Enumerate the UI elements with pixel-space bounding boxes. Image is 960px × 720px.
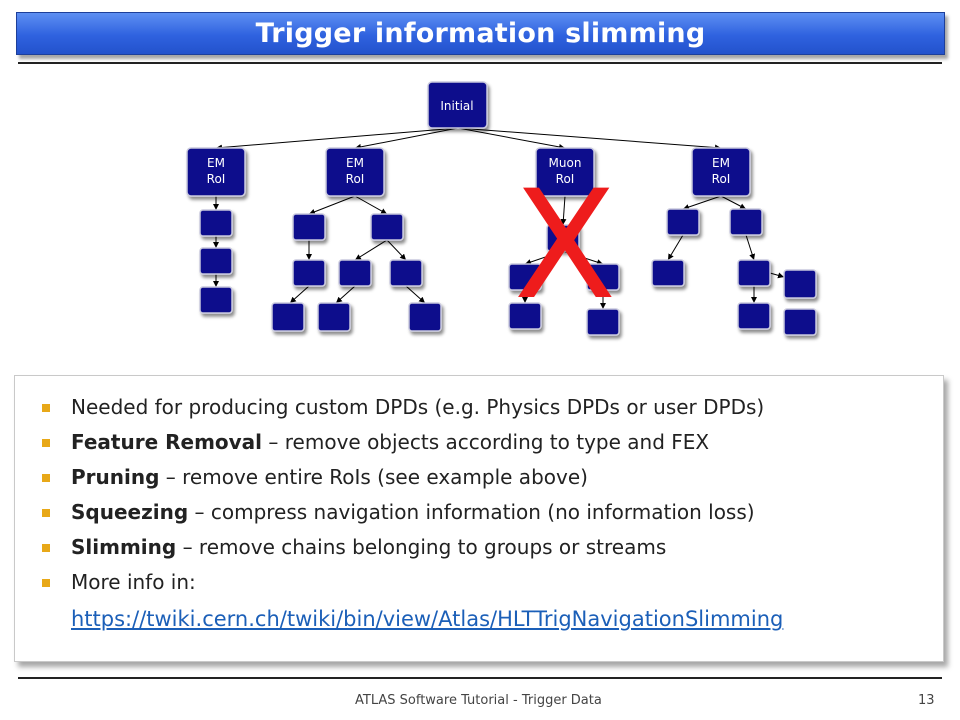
tree-node bbox=[586, 263, 620, 291]
tree-node bbox=[271, 302, 305, 332]
slide-title: Trigger information slimming bbox=[255, 18, 706, 49]
bullet-marker bbox=[42, 579, 50, 587]
edge bbox=[354, 195, 388, 215]
tree-node bbox=[546, 224, 580, 252]
tree-node bbox=[317, 302, 351, 332]
edge bbox=[769, 272, 785, 279]
tree-node bbox=[783, 308, 817, 336]
node-roi-3: Muon RoI bbox=[535, 147, 595, 197]
bullet-item: Pruning – remove entire RoIs (see exampl… bbox=[15, 460, 943, 495]
twiki-link[interactable]: https://twiki.cern.ch/twiki/bin/view/Atl… bbox=[71, 607, 784, 631]
node-roi-4: EM RoI bbox=[691, 147, 751, 197]
tree-node bbox=[508, 302, 542, 330]
edge bbox=[405, 285, 426, 304]
pruned-marker-x: X bbox=[514, 159, 617, 333]
node-roi-1-line2: RoI bbox=[207, 172, 226, 186]
tree-node bbox=[408, 302, 442, 332]
edge bbox=[457, 127, 566, 150]
edge bbox=[457, 127, 722, 151]
tree-node bbox=[338, 259, 372, 287]
bullet-term: Squeezing bbox=[71, 500, 189, 524]
edge bbox=[354, 127, 459, 150]
edge bbox=[289, 285, 310, 304]
tree-node bbox=[737, 302, 771, 330]
node-roi-3-line2: RoI bbox=[556, 172, 575, 186]
bullet-item: More info in: bbox=[15, 565, 943, 600]
edge bbox=[560, 195, 567, 226]
bullet-marker bbox=[42, 404, 50, 412]
edge bbox=[682, 195, 722, 210]
child-nodes bbox=[199, 208, 817, 336]
tree-node bbox=[389, 259, 423, 287]
tree-node bbox=[370, 213, 404, 241]
edge bbox=[308, 195, 356, 215]
bullet-item: Squeezing – compress navigation informat… bbox=[15, 495, 943, 530]
edge bbox=[354, 239, 388, 261]
bullet-item: Feature Removal – remove objects accordi… bbox=[15, 425, 943, 460]
tree-edges bbox=[213, 127, 785, 309]
tree-node bbox=[666, 208, 700, 236]
bottom-rule bbox=[18, 677, 942, 679]
bullet-marker bbox=[42, 509, 50, 517]
node-roi-1: EM RoI bbox=[186, 147, 246, 197]
bullet-item: Needed for producing custom DPDs (e.g. P… bbox=[15, 390, 943, 425]
tree-node bbox=[508, 263, 542, 291]
edge bbox=[745, 234, 756, 261]
node-roi-4-line1: EM bbox=[712, 156, 730, 170]
edge bbox=[215, 127, 459, 151]
node-roi-4-line2: RoI bbox=[712, 172, 731, 186]
node-roi-2: EM RoI bbox=[325, 147, 385, 197]
tree-node bbox=[199, 247, 233, 275]
bullet-list: Needed for producing custom DPDs (e.g. P… bbox=[15, 376, 943, 600]
tree-node bbox=[292, 213, 326, 241]
bullet-term: Feature Removal bbox=[71, 430, 263, 454]
node-roi-2-line1: EM bbox=[346, 156, 364, 170]
edge bbox=[335, 285, 356, 304]
footer-text: ATLAS Software Tutorial - Trigger Data bbox=[355, 693, 602, 708]
tree-node bbox=[586, 308, 620, 336]
node-roi-2-line2: RoI bbox=[346, 172, 365, 186]
top-rule bbox=[18, 62, 942, 64]
bullet-marker bbox=[42, 439, 50, 447]
edge bbox=[386, 239, 407, 261]
navigation-tree-diagram: Initial EM RoI EM RoI Muon RoI EM RoI bbox=[186, 81, 817, 336]
bullet-term: Pruning bbox=[71, 465, 160, 489]
bullet-term: Slimming bbox=[71, 535, 177, 559]
tree-node bbox=[737, 259, 771, 287]
tree-node bbox=[783, 269, 817, 299]
node-roi-3-line1: Muon bbox=[549, 156, 582, 170]
edge bbox=[667, 234, 684, 261]
edge bbox=[720, 195, 747, 210]
node-roi-1-line1: EM bbox=[207, 156, 225, 170]
node-initial-label: Initial bbox=[440, 99, 473, 113]
tree-node bbox=[292, 259, 326, 287]
edge bbox=[562, 250, 604, 265]
tree-node bbox=[199, 286, 233, 314]
page-number: 13 bbox=[918, 693, 935, 708]
bullet-marker bbox=[42, 474, 50, 482]
node-initial: Initial bbox=[427, 81, 488, 129]
content-box: Needed for producing custom DPDs (e.g. P… bbox=[14, 375, 944, 662]
edge bbox=[524, 250, 564, 265]
title-bar: Trigger information slimming bbox=[16, 12, 945, 55]
tree-node bbox=[199, 209, 233, 237]
bullet-item: Slimming – remove chains belonging to gr… bbox=[15, 530, 943, 565]
bullet-marker bbox=[42, 544, 50, 552]
tree-node bbox=[651, 259, 685, 287]
tree-node bbox=[729, 208, 763, 236]
